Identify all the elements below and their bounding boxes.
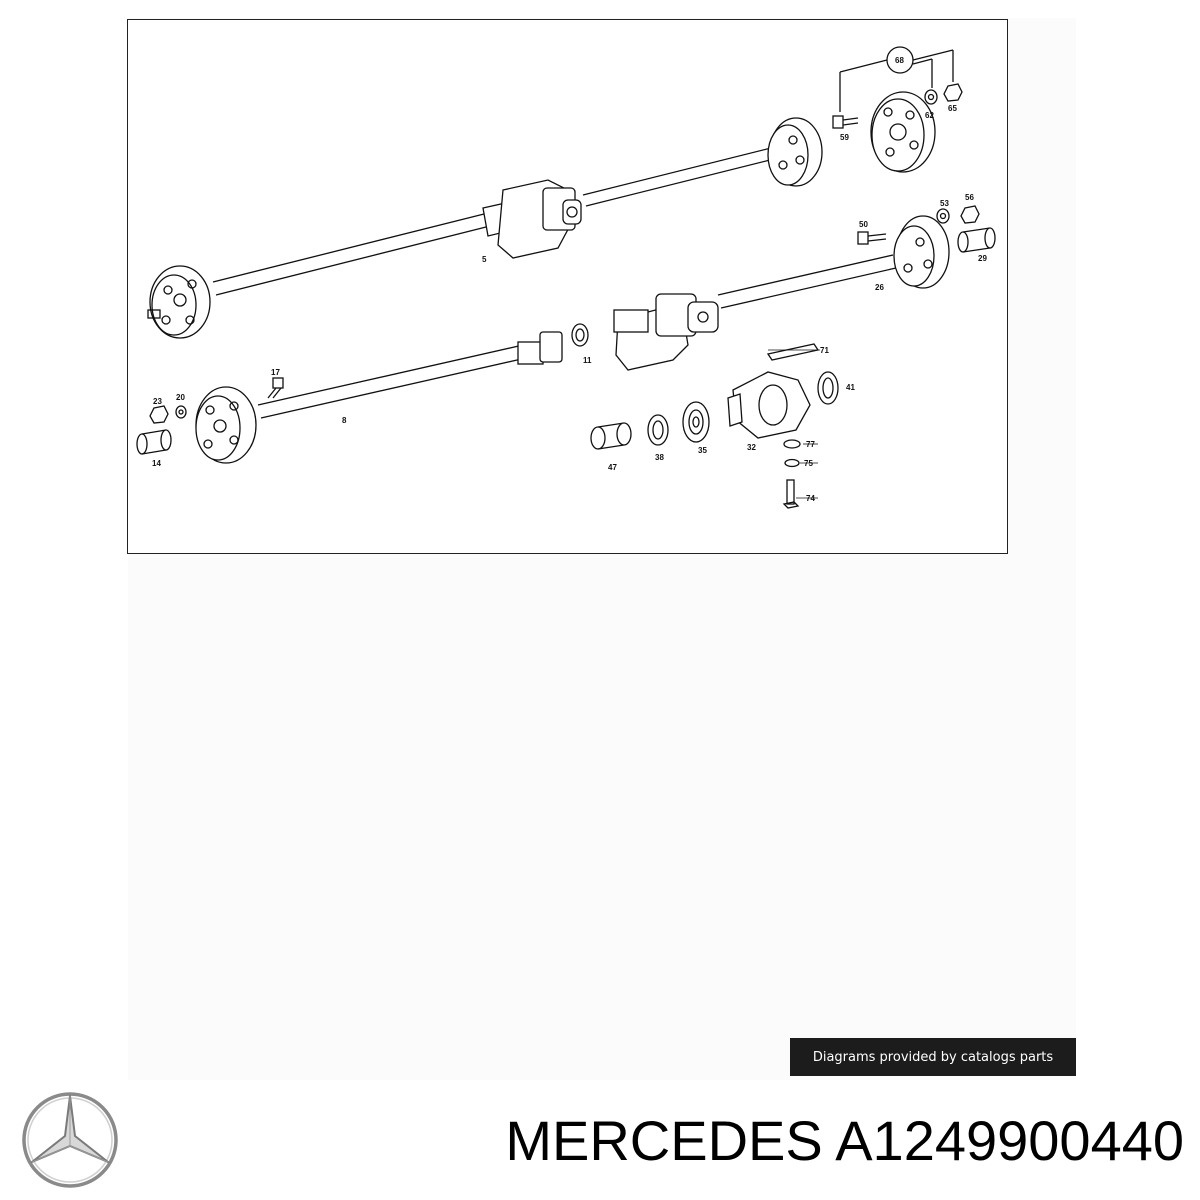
label-14: 14 bbox=[152, 459, 161, 468]
label-23: 23 bbox=[153, 397, 162, 406]
part-title: MERCEDES A1249900440 bbox=[505, 1108, 1184, 1173]
label-35: 35 bbox=[698, 446, 707, 455]
label-11: 11 bbox=[583, 356, 592, 365]
parts-diagram: 68 59 62 65 5 50 53 56 29 26 11 71 41 17… bbox=[127, 19, 1008, 554]
label-29: 29 bbox=[978, 254, 987, 263]
label-59: 59 bbox=[840, 133, 849, 142]
part-group-68 bbox=[832, 46, 963, 173]
label-56: 56 bbox=[965, 193, 974, 202]
label-53: 53 bbox=[940, 199, 949, 208]
label-68: 68 bbox=[895, 56, 904, 65]
part-number: A1249900440 bbox=[835, 1109, 1184, 1172]
label-41: 41 bbox=[846, 383, 855, 392]
mercedes-star-icon bbox=[22, 1092, 118, 1188]
label-47: 47 bbox=[608, 463, 617, 472]
label-38: 38 bbox=[655, 453, 664, 462]
label-74: 74 bbox=[806, 494, 815, 503]
label-62: 62 bbox=[925, 111, 934, 120]
label-65: 65 bbox=[948, 104, 957, 113]
label-5: 5 bbox=[482, 255, 487, 264]
leader-lines bbox=[768, 349, 820, 499]
diagram-credit-banner: Diagrams provided by catalogs parts bbox=[790, 1038, 1076, 1076]
label-26: 26 bbox=[875, 283, 884, 292]
label-8: 8 bbox=[342, 416, 347, 425]
label-75: 75 bbox=[804, 459, 813, 468]
brand-name: MERCEDES bbox=[505, 1109, 823, 1172]
part-labels: 68 59 62 65 5 50 53 56 29 26 11 71 41 17… bbox=[152, 56, 987, 503]
label-32: 32 bbox=[747, 443, 756, 452]
lower-rear-propshaft bbox=[613, 205, 996, 371]
label-71: 71 bbox=[820, 346, 829, 355]
exploded-view-svg: 68 59 62 65 5 50 53 56 29 26 11 71 41 17… bbox=[136, 46, 996, 509]
lower-front-propshaft bbox=[136, 323, 589, 464]
center-bearing-parts bbox=[590, 343, 839, 509]
label-50: 50 bbox=[859, 220, 868, 229]
label-20: 20 bbox=[176, 393, 185, 402]
label-17: 17 bbox=[271, 368, 280, 377]
upper-propshaft bbox=[147, 117, 823, 339]
label-77: 77 bbox=[806, 440, 815, 449]
